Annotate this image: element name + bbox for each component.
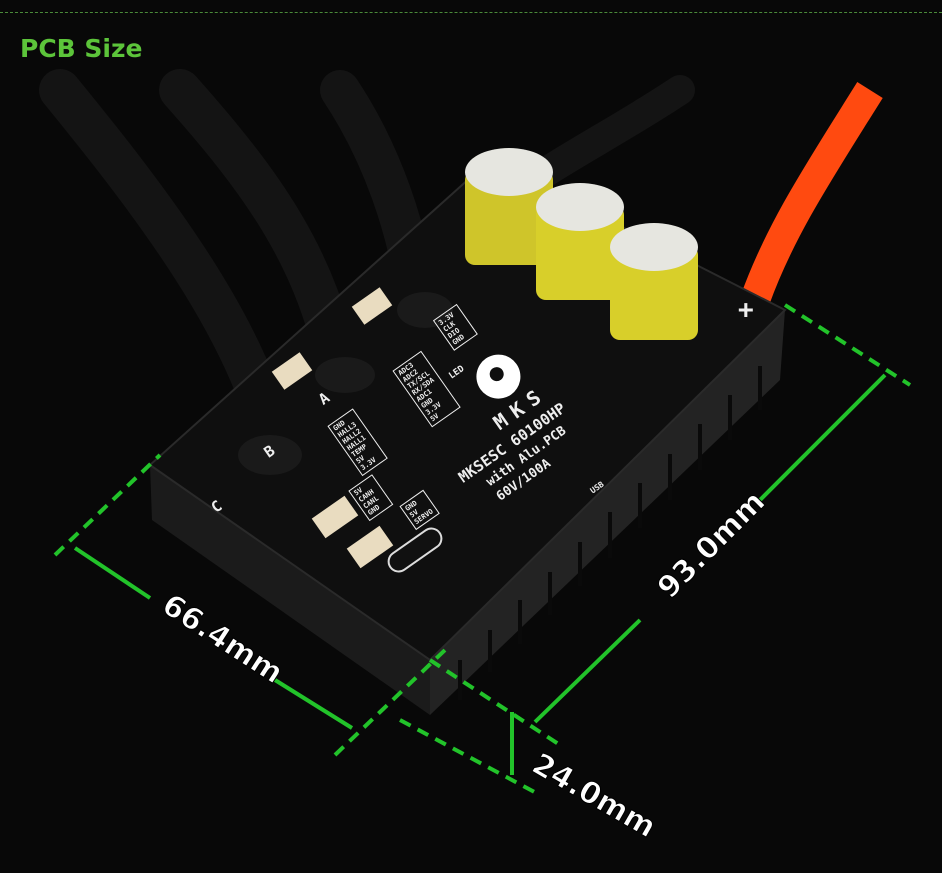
height-dimension-label: 24.0mm bbox=[526, 747, 662, 846]
dimension-lines bbox=[53, 303, 912, 797]
polarity-plus: + bbox=[738, 295, 754, 325]
swd-pin-labels: 3.3V CLK DIO GND bbox=[432, 303, 478, 351]
pin-label: 5V bbox=[429, 411, 441, 423]
pin-label: 5V bbox=[408, 508, 420, 520]
device-side-left bbox=[150, 465, 430, 715]
power-wire-red bbox=[740, 82, 883, 306]
can-pin-labels: 5V CANH CANL GND bbox=[348, 474, 394, 522]
pin-label: 5V bbox=[353, 486, 365, 498]
jst-connectors bbox=[271, 287, 394, 569]
top-divider bbox=[0, 12, 942, 13]
page-title: PCB Size bbox=[20, 34, 143, 63]
capacitors bbox=[465, 148, 698, 340]
length-dimension-label: 93.0mm bbox=[651, 484, 772, 605]
width-dimension-label: 66.4mm bbox=[156, 587, 290, 691]
usb-c-port bbox=[387, 527, 443, 573]
heatsink-fins bbox=[458, 366, 762, 700]
pin-label: 5V bbox=[355, 454, 367, 466]
wire-grommets bbox=[238, 292, 453, 475]
